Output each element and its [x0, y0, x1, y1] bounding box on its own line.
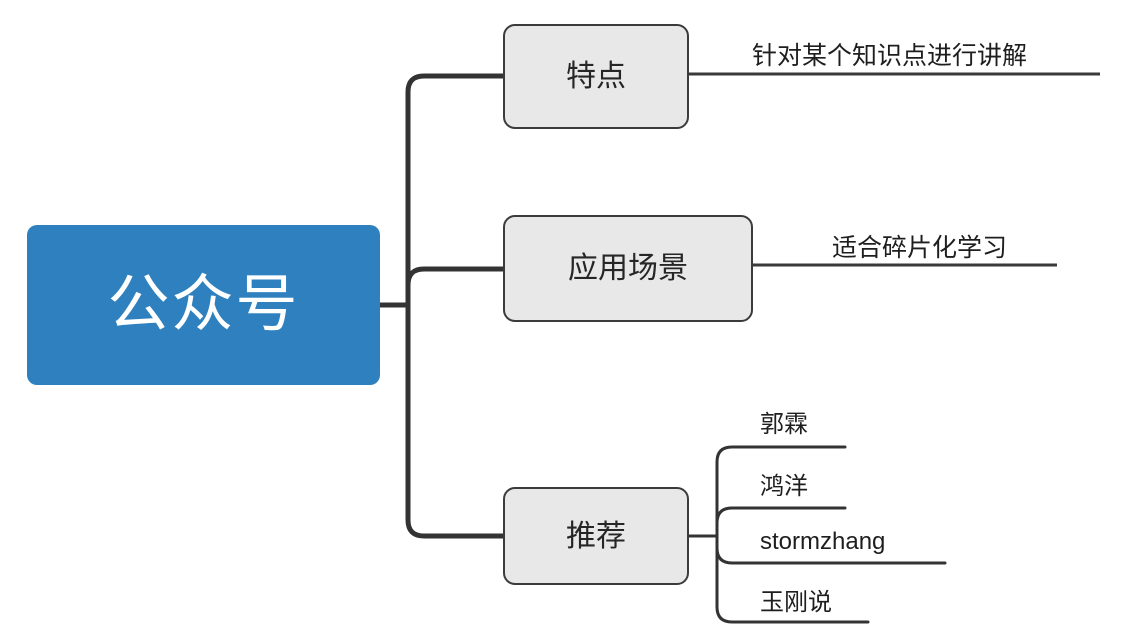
- sub-label-guolin[interactable]: 郭霖: [760, 411, 808, 438]
- branch-node-label: 特点: [566, 60, 626, 93]
- connector-sub-0: [715, 445, 847, 538]
- branch-node-label: 应用场景: [568, 252, 688, 285]
- branch-node-tuijian[interactable]: 推荐: [503, 487, 689, 585]
- leaf-label-yingyongchangjing-1[interactable]: 适合碎片化学习: [832, 234, 1008, 262]
- connector-trunk-to-branch-2: [405, 302, 506, 539]
- connector-trunk-to-branch-1: [405, 266, 506, 308]
- root-node[interactable]: 公众号: [27, 225, 380, 385]
- root-node-label: 公众号: [107, 269, 300, 339]
- connector-trunk-to-branch-0: [405, 73, 506, 308]
- branch-node-label: 推荐: [566, 519, 626, 553]
- connector-sub-1: [715, 506, 847, 538]
- branch-node-tedian[interactable]: 特点: [503, 24, 689, 129]
- connector-sub-3: [715, 534, 870, 624]
- leaf-label-tedian-1[interactable]: 针对某个知识点进行讲解: [752, 42, 1028, 70]
- branch-node-yingyongchangjing[interactable]: 应用场景: [503, 215, 753, 322]
- sub-label-hongyang[interactable]: 鸿洋: [760, 473, 808, 500]
- sub-label-yuganshuo[interactable]: 玉刚说: [760, 589, 832, 616]
- sub-label-stormzhang[interactable]: stormzhang: [760, 528, 886, 555]
